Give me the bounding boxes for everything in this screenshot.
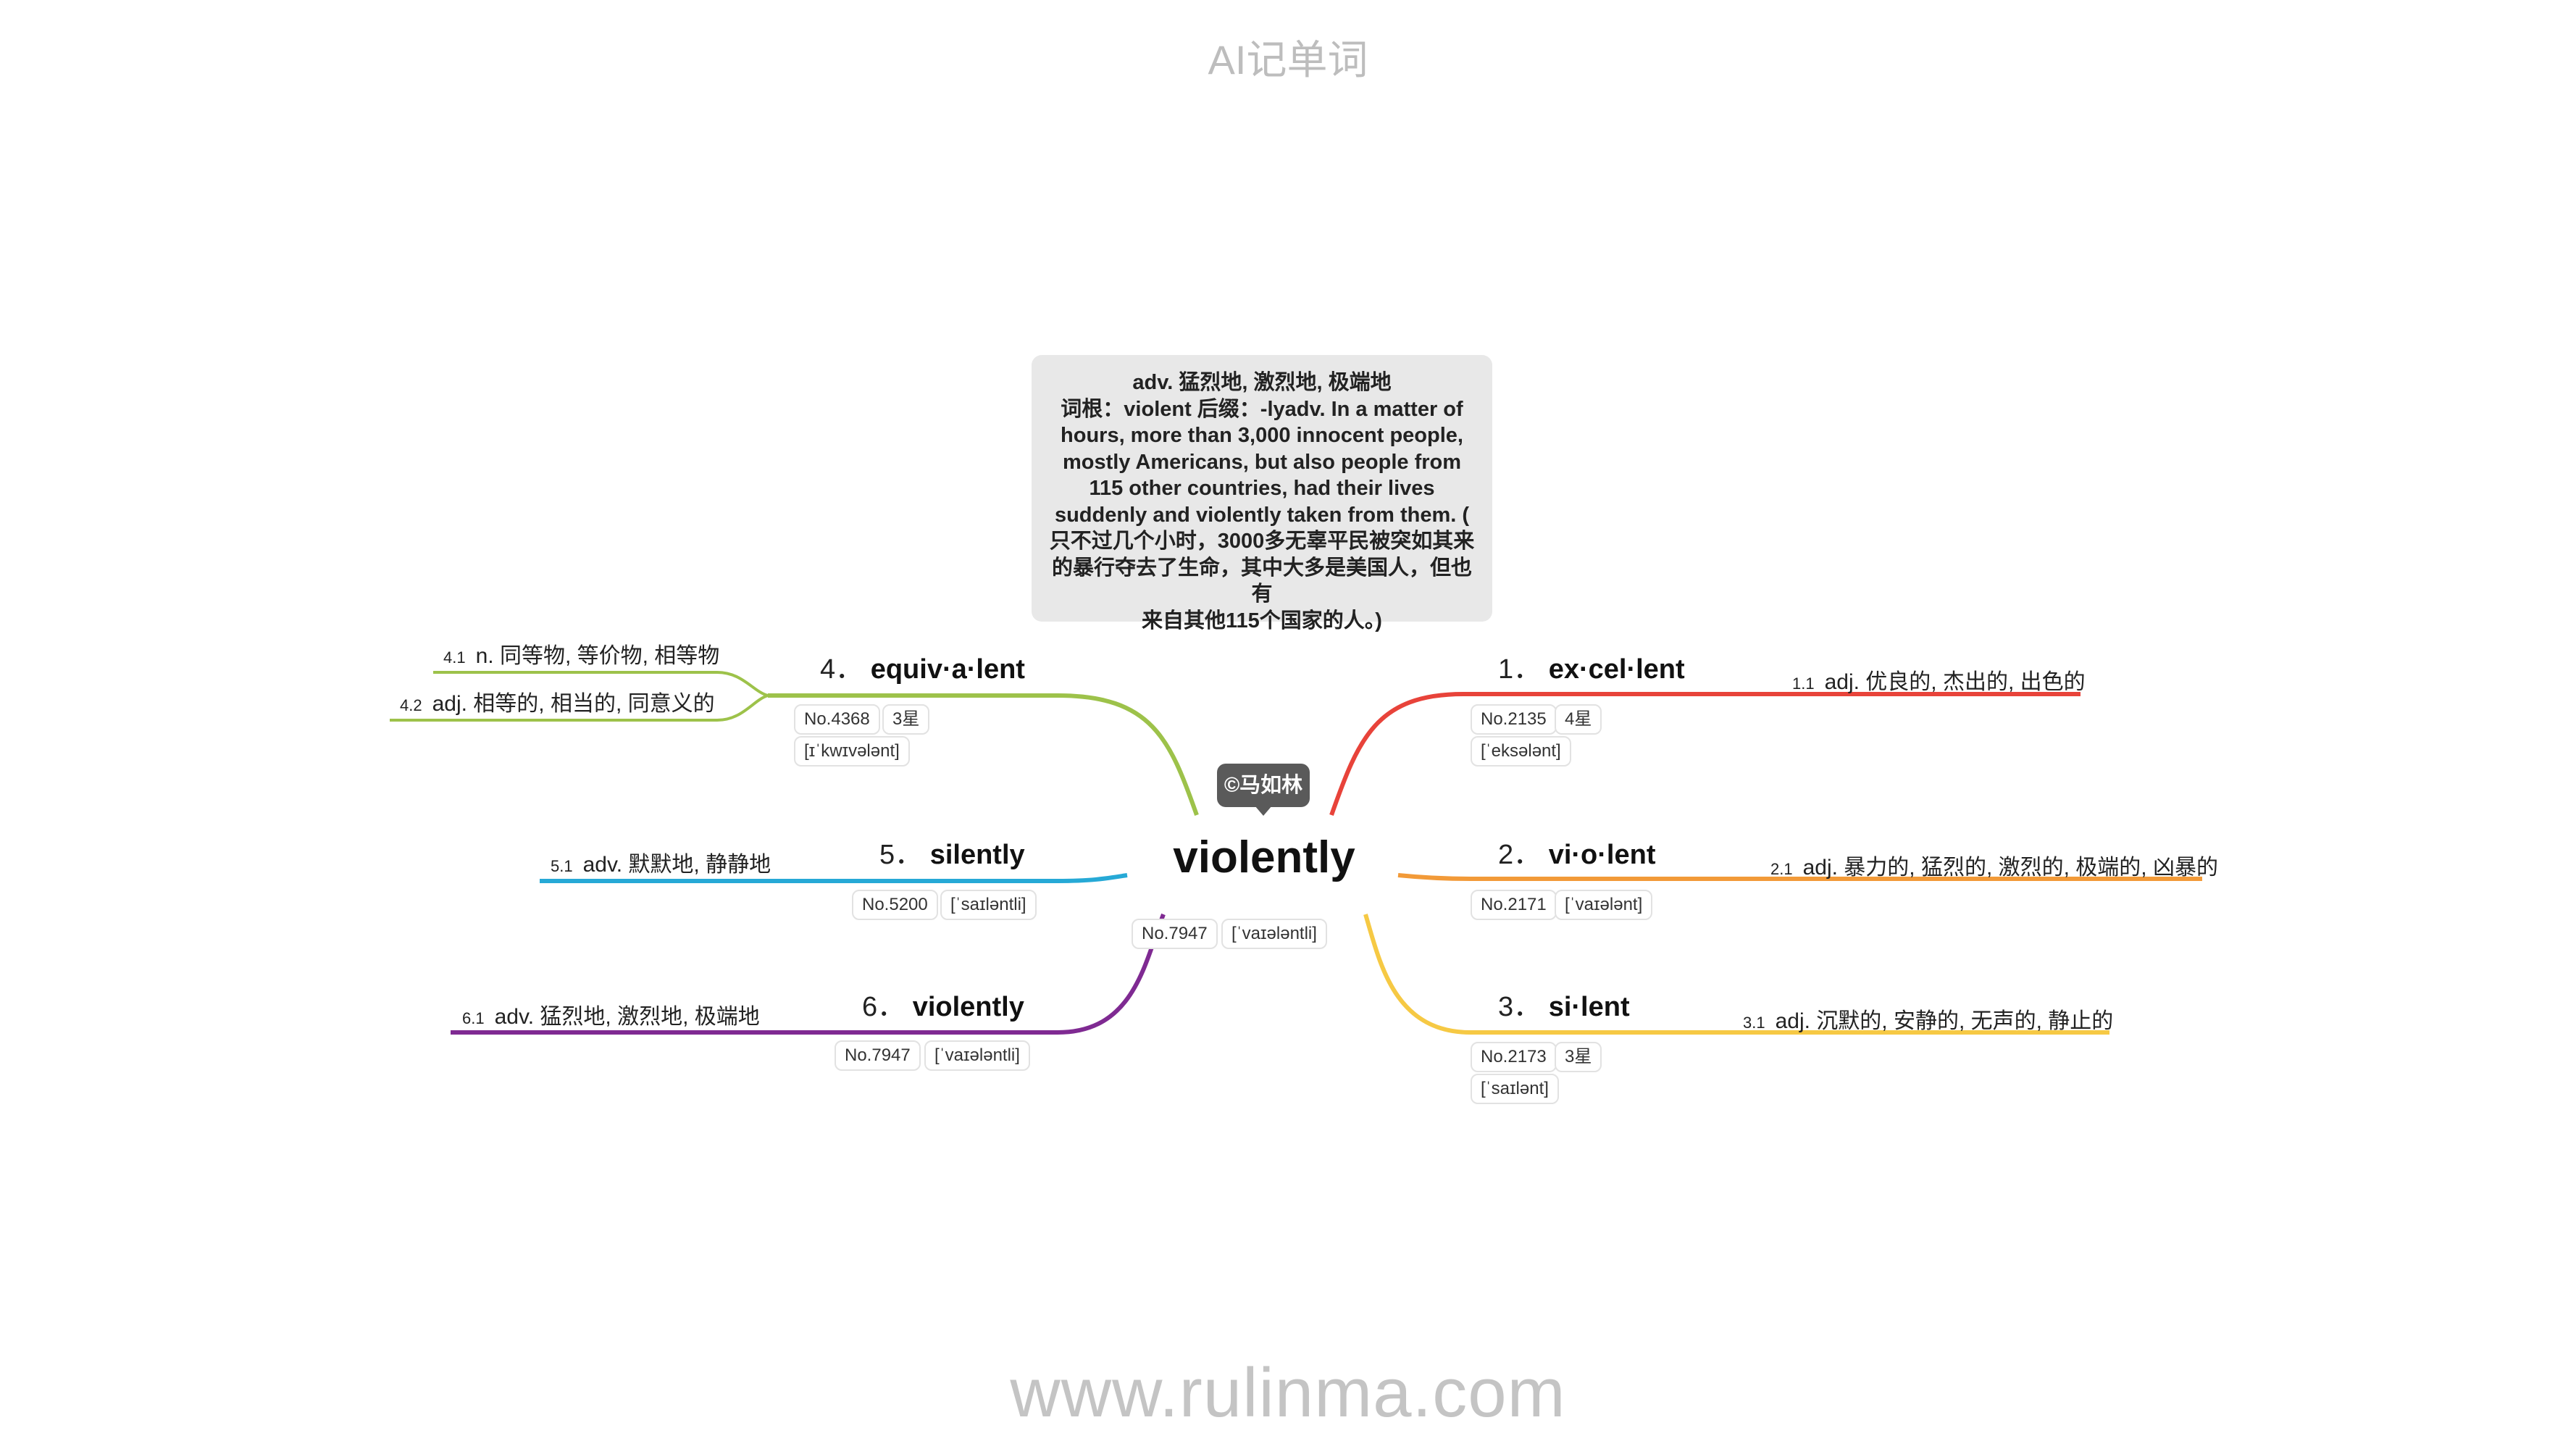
note-line: 来自其他115个国家的人。) [1142,609,1382,632]
branch-4-sub-1[interactable]: 4.1 n. 同等物, 等价物, 相等物 [443,638,719,669]
branch-4-sub-2-connector [390,694,769,722]
branch-1-sub-1[interactable]: 1.1 adj. 优良的, 杰出的, 出色的 [1792,664,2086,696]
sub-number: 1.1 [1792,675,1815,693]
branch-6-word: violently [912,992,1024,1022]
branch-4-number: 4． [820,654,863,685]
sub-definition: adj. 暴力的, 猛烈的, 激烈的, 极端的, 凶暴的 [1802,856,2218,880]
branch-2-title[interactable]: 2． vi·o·lent [1498,832,1655,872]
branch-5-phonetic-tag: [ˈsaɪləntli] [940,890,1037,920]
sub-definition: adv. 默默地, 静静地 [582,853,771,877]
branch-4-phonetic-tag: [ɪˈkwɪvələnt] [794,736,910,767]
branch-1-phonetic-tag: [ˈeksələnt] [1471,736,1571,767]
branch-3-sub-1[interactable]: 3.1 adj. 沉默的, 安静的, 无声的, 静止的 [1743,1003,2113,1035]
branch-4-sub-2[interactable]: 4.2 adj. 相等的, 相当的, 同意义的 [400,685,715,717]
sub-definition: adj. 相等的, 相当的, 同意义的 [432,692,715,716]
branch-1-title[interactable]: 1． ex·cel·lent [1498,646,1685,686]
note-line: 词根：violent 后缀：-lyadv. In a matter of [1061,397,1463,421]
branch-4-sub-1-connector [433,671,769,697]
note-line: 的暴行夺去了生命，其中大多是美国人，但也有 [1051,556,1472,606]
branch-5-title[interactable]: 5． silently [879,832,1025,872]
sub-definition: adv. 猛烈地, 激烈地, 极端地 [494,1005,760,1029]
branch-6-number: 6． [862,992,906,1022]
note-line: 115 other countries, had their lives [1089,477,1435,500]
branch-4-connector [768,693,1199,816]
note-line: adv. 猛烈地, 激烈地, 极端地 [1132,371,1392,394]
copyright-badge: ©马如林 [1217,764,1310,807]
branch-3-word: si·lent [1548,992,1630,1022]
sub-number: 6.1 [462,1009,485,1027]
note-line: mostly Americans, but also people from [1062,450,1462,474]
branch-6-no-tag: No.7947 [835,1040,921,1071]
note-line: hours, more than 3,000 innocent people, [1061,424,1463,447]
sub-definition: adj. 优良的, 杰出的, 出色的 [1824,670,2086,694]
sub-number: 4.2 [400,696,422,714]
branch-6-title[interactable]: 6． violently [862,984,1024,1024]
branch-4-no-tag: No.4368 [794,704,880,735]
branch-2-word: vi·o·lent [1548,840,1656,870]
branch-1-connector [1329,692,2081,816]
note-line: 只不过几个小时，3000多无辜平民被突如其来 [1049,530,1475,553]
sub-definition: adj. 沉默的, 安静的, 无声的, 静止的 [1775,1009,2114,1033]
branch-5-number: 5． [879,840,923,870]
branch-5-no-tag: No.5200 [852,890,938,920]
note-line: suddenly and violently taken from them. … [1054,503,1470,527]
branch-5-connector [540,873,1128,883]
branch-3-phonetic-tag: [ˈsaɪlənt] [1471,1074,1559,1104]
branch-4-title[interactable]: 4． equiv·a·lent [820,646,1025,686]
branch-2-phonetic-tag: [ˈvaɪələnt] [1555,890,1653,920]
branch-1-word: ex·cel·lent [1548,654,1685,685]
branch-6-sub-1[interactable]: 6.1 adv. 猛烈地, 激烈地, 极端地 [462,998,760,1030]
central-phonetic-tag: [ˈvaɪələntli] [1221,919,1327,949]
sub-number: 4.1 [443,648,466,667]
sub-definition: n. 同等物, 等价物, 相等物 [475,644,720,668]
branch-3-number: 3． [1498,992,1542,1022]
branch-3-no-tag: No.2173 [1471,1042,1557,1072]
definition-note: adv. 猛烈地, 激烈地, 极端地 词根：violent 后缀：-lyadv.… [1032,355,1492,632]
branch-5-sub-1[interactable]: 5.1 adv. 默默地, 静静地 [551,846,771,878]
sub-number: 3.1 [1743,1014,1765,1032]
central-word[interactable]: violently [1173,832,1355,882]
branch-2-no-tag: No.2171 [1471,890,1557,920]
branch-3-star-tag: 3星 [1555,1042,1602,1072]
branch-2-number: 2． [1498,840,1542,870]
footer-url[interactable]: www.rulinma.com [1010,1354,1566,1432]
branch-1-star-tag: 4星 [1555,704,1602,735]
branch-2-sub-1[interactable]: 2.1 adj. 暴力的, 猛烈的, 激烈的, 极端的, 凶暴的 [1770,849,2218,881]
page-title: AI记单词 [1208,37,1368,83]
branch-3-title[interactable]: 3． si·lent [1498,984,1630,1024]
central-no-tag: No.7947 [1132,919,1218,949]
branch-6-phonetic-tag: [ˈvaɪələntli] [924,1040,1030,1071]
copyright-badge-pointer [1255,806,1272,816]
branch-1-no-tag: No.2135 [1471,704,1557,735]
branch-3-connector [1363,914,2109,1035]
branch-4-word: equiv·a·lent [870,654,1025,685]
branch-5-word: silently [929,840,1025,870]
branch-1-number: 1． [1498,654,1542,685]
branch-2-connector [1397,873,2202,881]
sub-number: 5.1 [551,857,573,875]
branch-4-star-tag: 3星 [882,704,930,735]
sub-number: 2.1 [1770,860,1793,878]
